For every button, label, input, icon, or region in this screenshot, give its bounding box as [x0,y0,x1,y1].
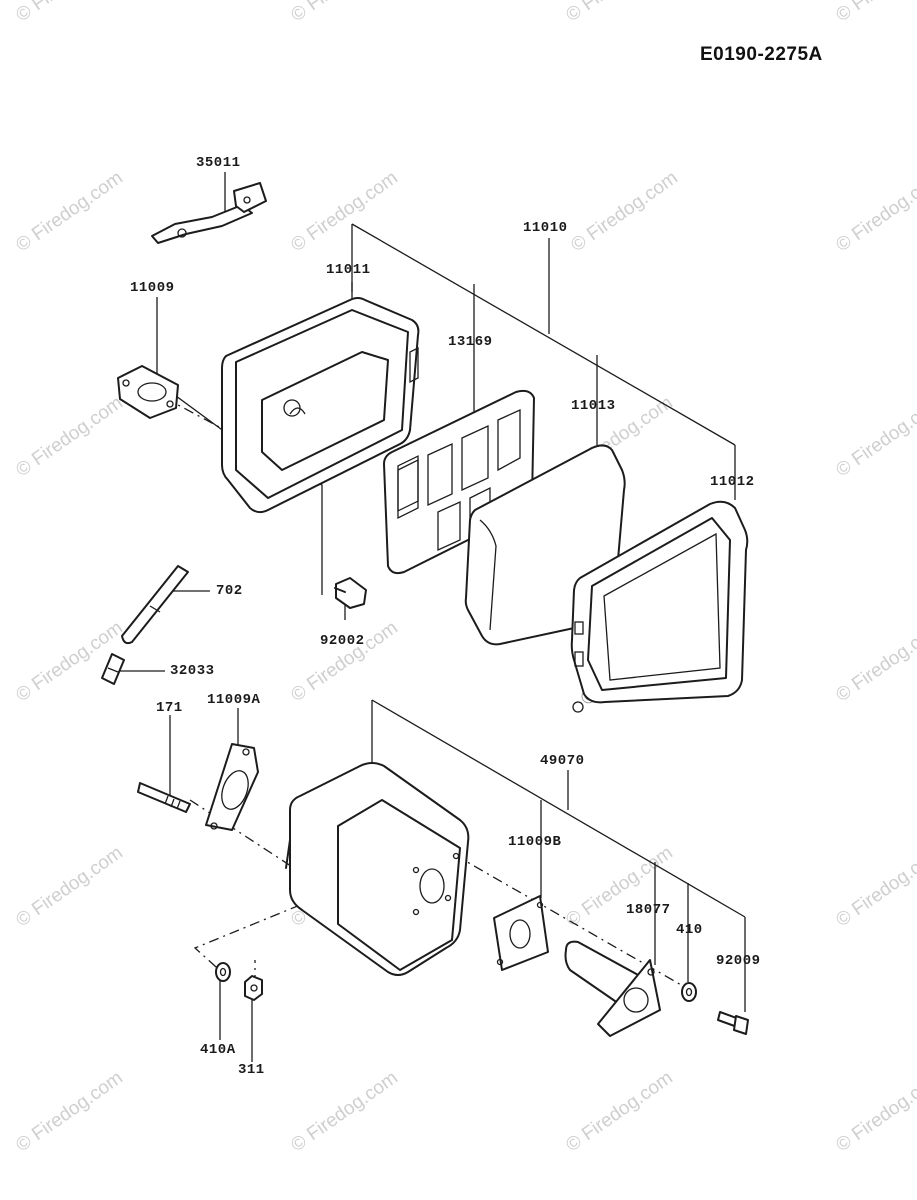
bracket-part [151,182,267,244]
part-label-11009A: 11009A [207,692,261,708]
washer-410 [681,982,697,1002]
tube-clip [101,653,125,685]
part-label-11013: 11013 [571,398,616,414]
part-label-92009: 92009 [716,953,761,969]
part-label-311: 311 [238,1062,265,1078]
diagram-code: E0190-2275A [700,44,823,65]
bolt-92009 [717,1011,749,1035]
part-label-11010: 11010 [523,220,568,236]
air-cleaner-cover [570,500,749,713]
air-cleaner-gasket [117,365,179,419]
air-cleaner-case [221,297,420,514]
part-label-92002: 92002 [320,633,365,649]
part-label-11011: 11011 [326,262,371,278]
part-label-11009B: 11009B [508,834,562,850]
part-label-410: 410 [676,922,703,938]
muffler-gasket-b [493,895,549,971]
muffler-gasket-a [205,743,259,831]
part-label-32033: 32033 [170,663,215,679]
part-label-18077: 18077 [626,902,671,918]
part-label-410A: 410A [200,1042,236,1058]
muffler-body [285,762,470,976]
part-label-11009: 11009 [130,280,175,296]
part-label-11012: 11012 [710,474,755,490]
nut-311 [244,975,263,1001]
part-label-49070: 49070 [540,753,585,769]
part-label-702: 702 [216,583,243,599]
part-label-171: 171 [156,700,183,716]
breather-tube [121,565,189,645]
part-label-35011: 35011 [196,155,241,171]
part-label-13169: 13169 [448,334,493,350]
exhaust-pipe [564,940,661,1037]
bolt-92002 [334,577,367,609]
washer-410a [215,962,231,982]
stud-bolt [137,782,191,813]
